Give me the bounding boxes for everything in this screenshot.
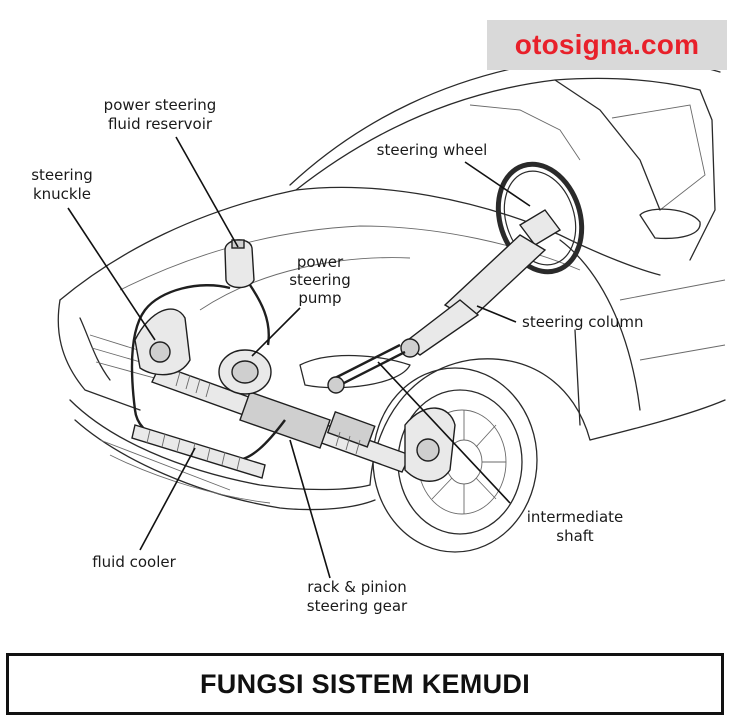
- leader-lines: [67, 136, 531, 579]
- leader-column: [476, 305, 517, 323]
- label-cooler: fluid cooler: [92, 553, 176, 571]
- label-wheel: steering wheel: [377, 141, 488, 159]
- component-labels: power steering fluid reservoir steering …: [31, 96, 643, 615]
- watermark-badge: otosigna.com: [487, 20, 727, 70]
- page-title: FUNGSI SISTEM KEMUDI: [199, 668, 530, 699]
- watermark-text: otosigna.com: [514, 29, 700, 60]
- label-shaft-1: intermediate: [527, 508, 624, 526]
- steering-wheel-ring: [495, 161, 585, 275]
- label-rack-1: rack & pinion: [307, 578, 407, 596]
- steering-system-diagram: power steering fluid reservoir steering …: [31, 57, 726, 615]
- leader-cooler: [139, 447, 196, 551]
- label-rack-2: steering gear: [307, 597, 408, 615]
- label-column: steering column: [522, 313, 644, 331]
- leader-pump: [251, 307, 301, 357]
- label-reservoir-2: fluid reservoir: [108, 115, 213, 133]
- label-pump-1: power: [297, 253, 344, 271]
- leader-wheel: [464, 161, 531, 207]
- label-pump-3: pump: [298, 289, 341, 307]
- title-box: FUNGSI SISTEM KEMUDI: [6, 653, 724, 715]
- label-pump-2: steering: [289, 271, 351, 289]
- steering-components: [130, 161, 585, 482]
- label-knuckle-2: knuckle: [33, 185, 91, 203]
- label-knuckle-1: steering: [31, 166, 93, 184]
- leader-shaft: [377, 361, 511, 504]
- leader-reservoir: [175, 136, 239, 248]
- leader-knuckle: [67, 207, 156, 341]
- leader-rack: [289, 439, 331, 579]
- label-reservoir-1: power steering: [104, 96, 217, 114]
- label-shaft-2: shaft: [556, 527, 594, 545]
